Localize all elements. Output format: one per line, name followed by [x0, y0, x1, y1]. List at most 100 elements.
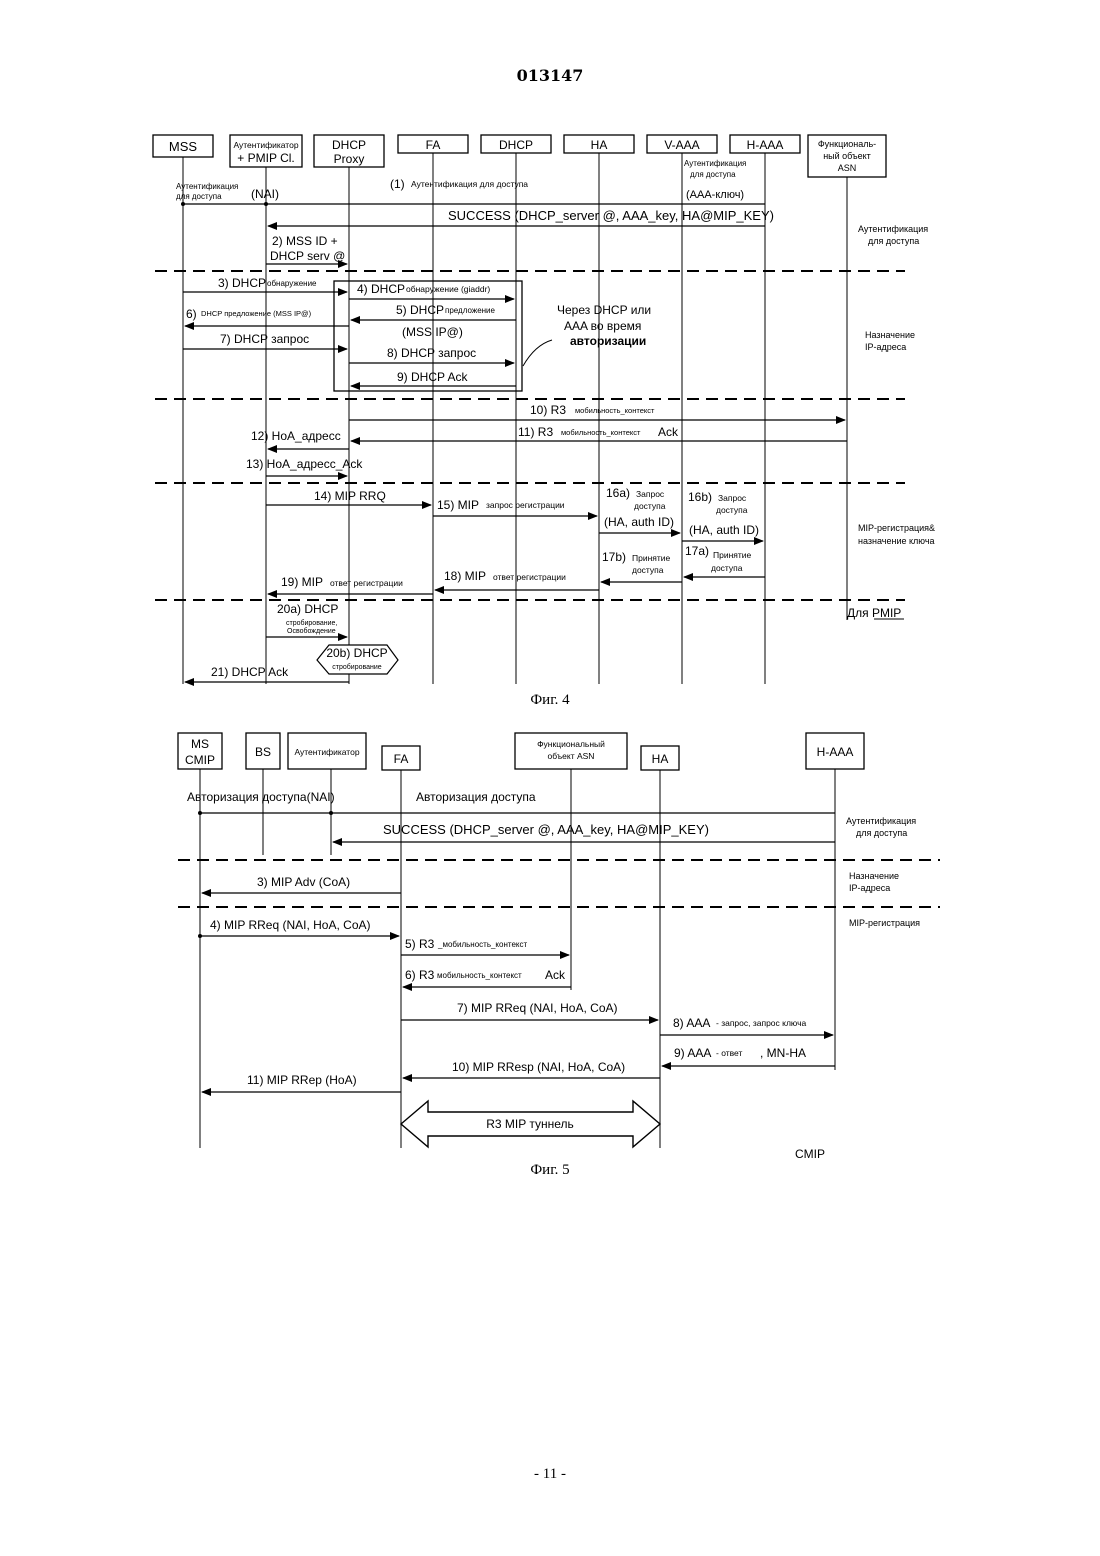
fig4-msg14-label: 14) MIP RRQ: [314, 489, 386, 503]
fig4-entity-haaa: H-AAA: [747, 138, 784, 152]
fig5-tunnel-label: R3 MIP туннель: [486, 1117, 574, 1131]
fig4-entity-asn-l1: Функциональ-: [818, 139, 876, 149]
fig4-phase-auth-l1: Аутентификация: [858, 224, 928, 234]
fig4-vaaa-note-l1: Аутентификация: [684, 159, 746, 168]
fig5-entity-ms-l1: MS: [191, 737, 209, 751]
fig4-entity-asn-l2: ный объект: [823, 151, 871, 161]
fig4-msg6-small: DHCP предложение (MSS IP@): [201, 309, 312, 318]
fig4-msg7-label: 7) DHCP запрос: [220, 332, 309, 346]
fig5-entity-ha: HA: [652, 752, 669, 766]
fig4-msg16a-l2: доступа: [634, 501, 666, 511]
fig5-entity-asn-l2: объект ASN: [548, 751, 595, 761]
fig4-msg20b-small: стробирование: [332, 663, 382, 671]
fig4-msg19-small: ответ регистрации: [330, 578, 403, 588]
fig4-msg1-start-dot: [181, 202, 185, 206]
page-number: - 11 -: [0, 1466, 1100, 1483]
fig4-label-auth-mss-l2: для доступа: [176, 192, 222, 201]
fig4-msg15-main: 15) MIP: [437, 498, 479, 512]
fig4-msg1-text: Аутентификация для доступа: [411, 179, 528, 189]
fig5-entity-ms-l2: CMIP: [185, 753, 215, 767]
fig5-caption: Фиг. 5: [530, 1162, 569, 1178]
fig4-msg2-l1: 2) MSS ID +: [272, 234, 338, 248]
figure-4: MSS Аутентификатор + PMIP Cl. DHCP Proxy…: [153, 135, 935, 708]
fig4-label-nai: (NAI): [251, 187, 279, 201]
fig5-msg4-dot: [198, 934, 202, 938]
fig4-msg16a-l3: (HA, auth ID): [604, 515, 674, 529]
fig5-entity-bs: BS: [255, 745, 271, 759]
fig5-msg3-label: 3) MIP Adv (CoA): [257, 875, 350, 889]
fig4-msg1-auth-dot: [264, 202, 268, 206]
fig4-label-auth-mss-l1: Аутентификация: [176, 182, 238, 191]
fig4-msg3-small: обнаружение: [267, 279, 317, 288]
fig4-entity-dhcp: DHCP: [499, 138, 533, 152]
fig4-msg18-small: ответ регистрации: [493, 572, 566, 582]
fig4-msg6-main: 6): [186, 307, 197, 321]
fig4-msg16b-num: 16b): [688, 490, 712, 504]
fig4-phase-auth-l2: для доступа: [868, 236, 919, 246]
fig4-msg10-small: мобильность_контекст: [575, 406, 655, 415]
fig4-msg11-tail: Ack: [658, 425, 679, 439]
fig4-msg16a-num: 16a): [606, 486, 630, 500]
fig4-note-l2: AAA во время: [564, 319, 641, 333]
fig4-entity-proxy-l2: Proxy: [334, 152, 365, 166]
fig4-entity-ha: HA: [591, 138, 608, 152]
fig5-success-label: SUCCESS (DHCP_server @, AAA_key, HA@MIP_…: [383, 822, 709, 837]
fig4-phase-ip-l1: Назначение: [865, 330, 915, 340]
fig4-msg13-label: 13) HoA_адресс_Ack: [246, 457, 363, 471]
fig4-msg20a-s1: стробирование,: [286, 619, 337, 627]
fig5-msg8-small: - запрос, запрос ключа: [716, 1018, 807, 1028]
fig4-entity-vaaa: V-AAA: [664, 138, 699, 152]
fig4-note-leader: [523, 340, 552, 366]
fig5-msg6-small: мобильность_контекст: [437, 971, 522, 980]
fig4-msg17a-l2: доступа: [711, 563, 743, 573]
fig4-msg17b-num: 17b): [602, 550, 626, 564]
fig5-auth-access-label-2: Авторизация доступа: [416, 790, 536, 804]
fig5-entity-boxes: MS CMIP BS Аутентификатор FA Функциональ…: [178, 733, 864, 770]
fig4-msg19-main: 19) MIP: [281, 575, 323, 589]
fig4-msg20a-main: 20a) DHCP: [277, 602, 338, 616]
fig4-entity-proxy-l1: DHCP: [332, 138, 366, 152]
fig4-phase-mip-l2: назначение ключа: [858, 536, 935, 546]
fig5-phase-auth-l1: Аутентификация: [846, 816, 916, 826]
fig4-entity-fa: FA: [426, 138, 441, 152]
fig5-msg9-small: - ответ: [716, 1048, 742, 1058]
fig5-msg6-tail: Ack: [545, 968, 566, 982]
fig4-entity-mss: MSS: [169, 139, 198, 154]
fig5-phase-auth-l2: для доступа: [856, 828, 907, 838]
fig5-phase-ip-l2: IP-адреса: [849, 883, 890, 893]
fig5-phase-ip-l1: Назначение: [849, 871, 899, 881]
fig5-auth-access-label: Авторизация доступа(NAI): [187, 790, 335, 804]
fig4-entity-asn-l3: ASN: [838, 163, 857, 173]
fig4-phase-mip-l1: MIP-регистрация&: [858, 523, 935, 533]
fig5-msg10-label: 10) MIP RResp (NAI, HoA, CoA): [452, 1060, 625, 1074]
fig4-note-l1: Через DHCP или: [557, 303, 651, 317]
fig4-msg16b-l1: Запрос: [718, 493, 747, 503]
fig5-entity-authenticator: Аутентификатор: [294, 747, 359, 757]
fig4-entity-boxes: MSS Аутентификатор + PMIP Cl. DHCP Proxy…: [153, 135, 886, 177]
fig5-entity-fa: FA: [394, 752, 409, 766]
fig4-msg12-label: 12) HoA_адресс: [251, 429, 341, 443]
fig4-msg16a-l1: Запрос: [636, 489, 665, 499]
fig4-phase-ip-l2: IP-адреса: [865, 342, 906, 352]
fig4-msg8-label: 8) DHCP запрос: [387, 346, 476, 360]
fig5-entity-haaa: H-AAA: [817, 745, 854, 759]
fig4-msg9-label: 9) DHCP Ack: [397, 370, 468, 384]
fig4-msg17a-num: 17a): [685, 544, 709, 558]
fig5-entity-asn-l1: Функциональный: [537, 739, 605, 749]
fig4-aaa-key: (AAA-ключ): [686, 189, 744, 201]
fig4-msg10-main: 10) R3: [530, 403, 566, 417]
fig4-msg17a-l1: Принятие: [713, 550, 752, 560]
fig4-mss-ip: (MSS IP@): [402, 325, 463, 339]
fig4-msg4-main: 4) DHCP: [357, 282, 405, 296]
fig4-msg4-small: обнаружение (giaddr): [406, 284, 490, 294]
fig4-msg15-small: запрос регистрации: [486, 500, 565, 510]
fig5-msg9-tail: , MN-HA: [760, 1046, 806, 1060]
fig5-auth-access-dot-ms: [198, 811, 202, 815]
fig5-msg9-main: 9) AAA: [674, 1046, 711, 1060]
fig4-msg11-small: мобильность_контекст: [561, 428, 641, 437]
fig4-success-label: SUCCESS (DHCP_server @, AAA_key, HA@MIP_…: [448, 208, 774, 223]
fig4-msg21-label: 21) DHCP Ack: [211, 665, 289, 679]
fig4-pmip-label: Для PMIP: [847, 606, 901, 620]
fig5-cmip-label: CMIP: [795, 1147, 825, 1161]
